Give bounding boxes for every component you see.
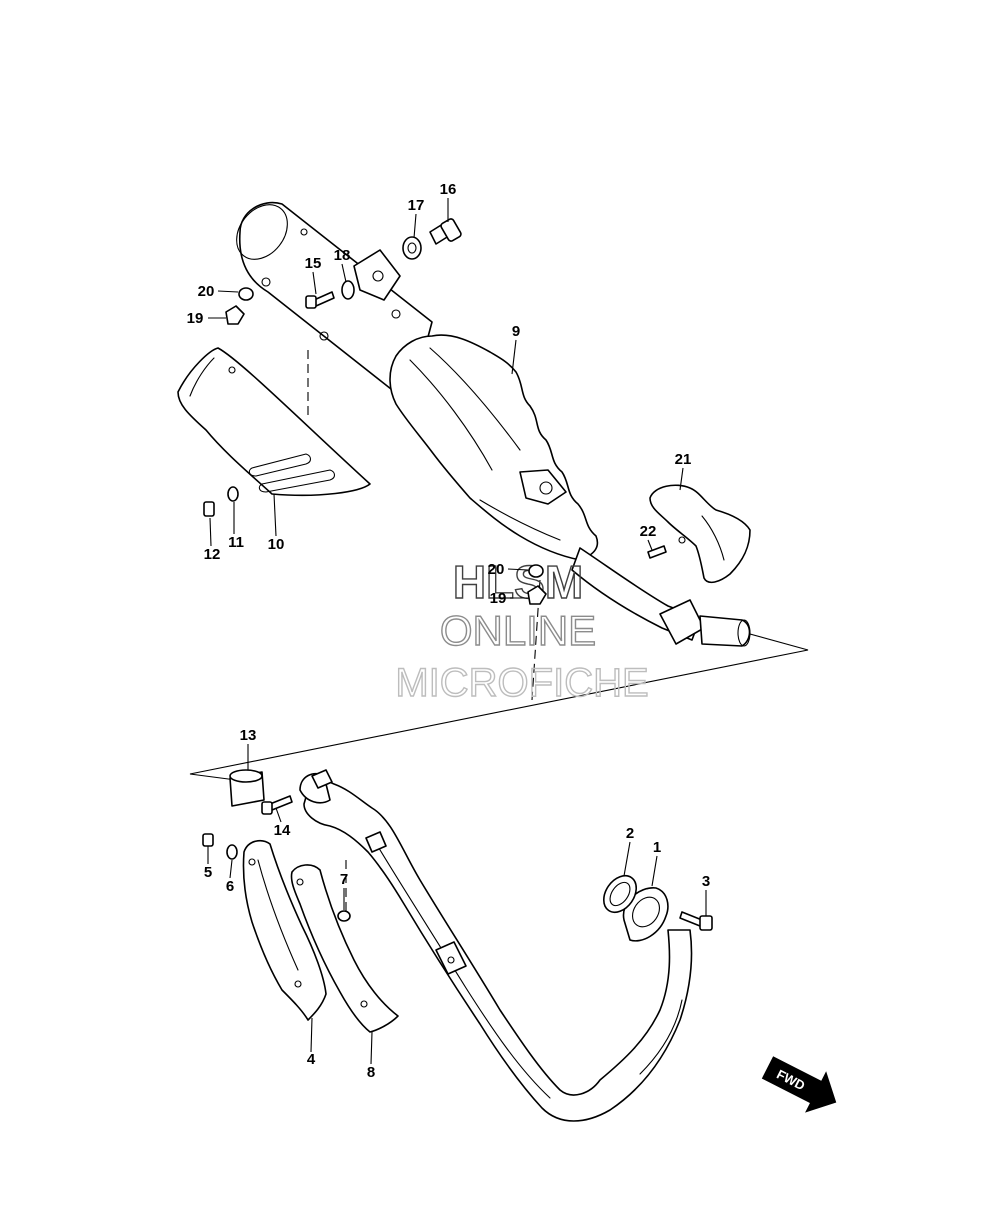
hardware-top xyxy=(203,218,667,559)
callout-11: 11 xyxy=(228,534,244,551)
callout-16: 16 xyxy=(440,181,457,198)
bolt-14 xyxy=(261,795,293,815)
callout-4: 4 xyxy=(307,1051,316,1068)
bolt-3 xyxy=(679,911,713,931)
callout-14: 14 xyxy=(274,822,291,839)
callout-9: 9 xyxy=(512,323,520,340)
callout-5: 5 xyxy=(204,864,212,881)
callout-2: 2 xyxy=(626,825,634,842)
callout-10: 10 xyxy=(268,536,285,553)
heat-protector-rear xyxy=(177,347,371,497)
watermark-line3: MICROFICHE xyxy=(395,661,648,705)
callout-8: 8 xyxy=(367,1064,375,1081)
muffler-assembly xyxy=(236,201,751,647)
watermark-line1: HLSM xyxy=(453,556,583,608)
callout-17: 17 xyxy=(408,197,425,214)
callout-1: 1 xyxy=(653,839,661,856)
callout-19-lower: 19 xyxy=(490,590,507,607)
callout-12: 12 xyxy=(204,546,221,563)
callout-13: 13 xyxy=(240,727,257,744)
gasket-13 xyxy=(229,769,265,807)
callout-15: 15 xyxy=(305,255,322,272)
callout-18: 18 xyxy=(334,247,351,264)
watermark: HLSM ONLINE MICROFICHE 20 19 xyxy=(395,555,650,705)
leader-lines xyxy=(207,198,707,1065)
watermark-line2: ONLINE xyxy=(440,607,596,654)
callout-labels: 16 17 18 15 20 19 9 21 22 10 11 12 13 14… xyxy=(187,181,711,1081)
gasket-2 xyxy=(602,874,638,914)
callout-20: 20 xyxy=(198,283,215,300)
forward-direction-arrow: FWD xyxy=(761,1056,837,1113)
callout-3: 3 xyxy=(702,873,710,890)
pipe-protector-8 xyxy=(290,864,399,1033)
callout-6: 6 xyxy=(226,878,234,895)
muffler-protector-front xyxy=(649,484,751,584)
callout-19: 19 xyxy=(187,310,204,327)
callout-7: 7 xyxy=(340,871,348,888)
exhaust-pipe xyxy=(299,769,693,1122)
callout-20-lower: 20 xyxy=(488,561,505,578)
callout-21: 21 xyxy=(675,451,692,468)
pipe-protector-4 xyxy=(242,839,327,1021)
callout-22: 22 xyxy=(640,523,657,540)
